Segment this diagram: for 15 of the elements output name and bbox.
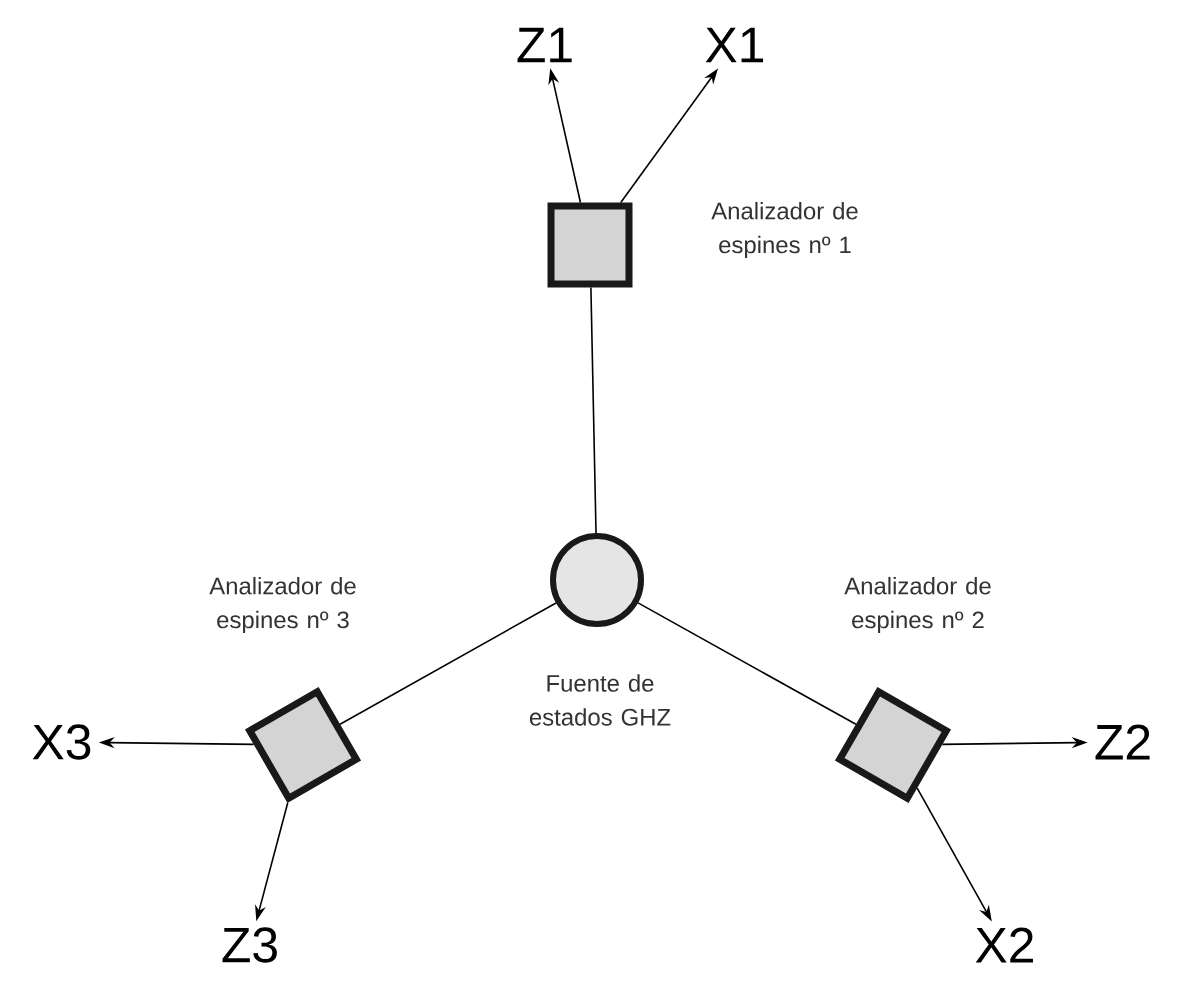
connector-line xyxy=(590,286,597,534)
output-label: X3 xyxy=(32,724,91,760)
output-label: X2 xyxy=(975,927,1033,963)
node-label: Analizador de espines nº 3 xyxy=(209,576,356,634)
connector-line xyxy=(637,602,857,726)
output-label: Z2 xyxy=(1095,724,1150,760)
node-label: Fuente de estados GHZ xyxy=(529,674,671,726)
connector-line xyxy=(339,602,557,725)
node-label: Analizador de espines nº 2 xyxy=(844,576,991,634)
output-label: X1 xyxy=(705,27,764,63)
node-label: Analizador de espines nº 1 xyxy=(711,201,858,259)
output-label: Z3 xyxy=(222,927,277,963)
analyzer-box xyxy=(547,202,633,288)
source-circle xyxy=(550,533,644,627)
output-label: Z1 xyxy=(517,27,572,63)
